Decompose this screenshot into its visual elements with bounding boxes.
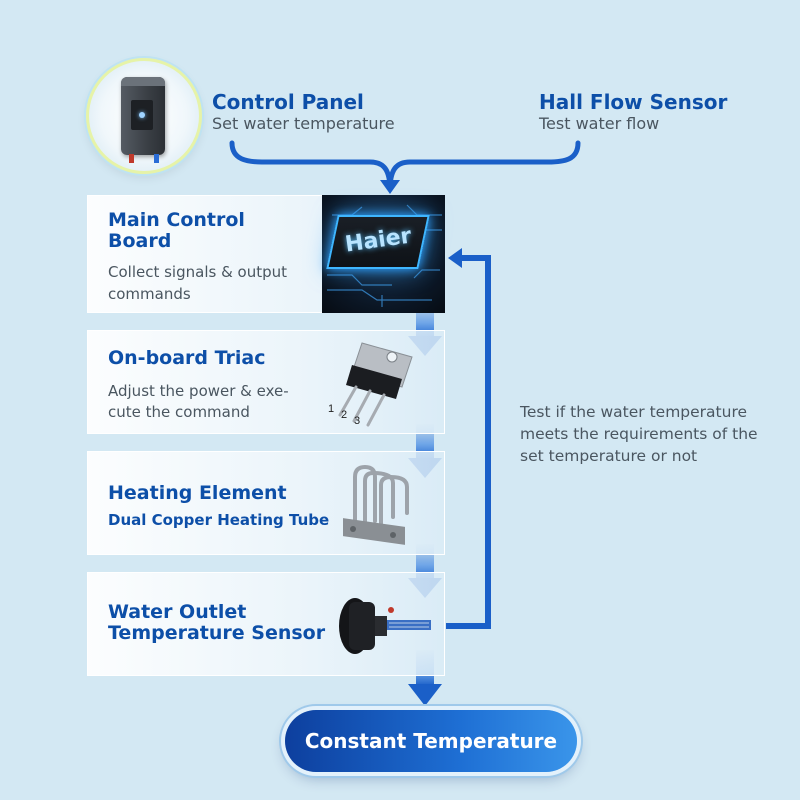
brace-tip-icon [380,180,400,194]
main-control-board-desc-line1: Collect signals & output [108,263,288,281]
constant-temperature-pill [285,710,577,772]
feedback-text-line3: set temperature or not [520,447,698,465]
heating-element-title: Heating Element [108,482,287,504]
triac-desc-line1: Adjust the power & exe- [108,382,289,400]
feedback-text-line1: Test if the water temperature [520,403,748,421]
triac-title: On-board Triac [108,347,266,369]
main-control-board-title-line2: Board [108,230,172,252]
temperature-sensor-title-line1: Water Outlet [108,601,247,623]
control-panel-subtitle: Set water temperature [212,114,395,133]
water-heater-top [121,77,165,86]
cold-pipe [154,154,159,163]
triac-pin-label-2: 2 [341,409,348,421]
triac-image [338,342,413,427]
input-brace [229,140,581,191]
temperature-sensor-title-line2: Temperature Sensor [108,622,326,644]
triac-desc-line2: cute the command [108,403,250,421]
feedback-text-line2: meets the requirements of the [520,425,758,443]
hot-pipe [129,154,134,163]
constant-temperature-label: Constant Temperature [304,729,558,753]
water-heater-indicator [139,112,145,118]
heating-element-subtitle: Dual Copper Heating Tube [108,511,330,529]
hall-flow-sensor-subtitle: Test water flow [539,114,660,133]
temperature-sensor-image [339,598,431,654]
feedback-arrow-icon [448,248,462,268]
main-control-board-title-line1: Main Control [108,209,245,231]
hall-flow-sensor-title: Hall Flow Sensor [539,90,728,114]
main-control-board-desc-line2: commands [108,285,191,303]
heating-tube-image [343,464,409,545]
triac-pin-label-3: 3 [354,415,361,427]
triac-pin-label-1: 1 [328,403,335,415]
feedback-loop-line [446,255,491,629]
control-panel-title: Control Panel [212,90,364,114]
